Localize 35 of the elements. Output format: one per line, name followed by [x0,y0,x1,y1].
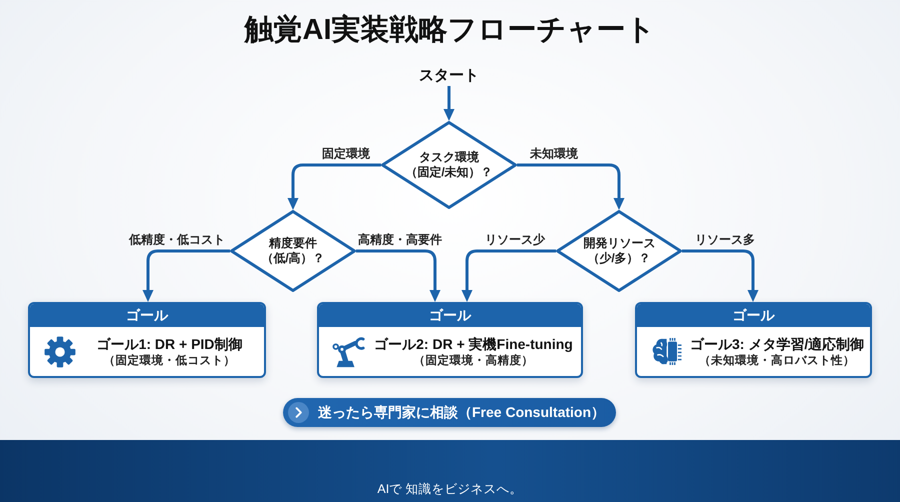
goal-card [635,302,872,378]
arrow [462,250,556,302]
arrow [356,250,440,302]
branch-label: リソース少 [485,232,545,248]
goal-card [28,302,266,378]
branch-label: 固定環境 [322,146,370,162]
goal-title: ゴール3: メタ学習/適応制御 [690,334,864,352]
goal-title: ゴール1: DR + PID制御 [96,334,242,352]
arrow [682,250,758,302]
tagline: AIで 知識をビジネスへ。 [377,481,523,497]
branch-label: リソース多 [695,232,755,248]
goal-subtitle: （未知環境・高ロバスト性） [699,353,856,368]
arrow [288,164,381,210]
goal-header: ゴール [30,304,264,327]
goal-header: ゴール [637,304,870,327]
branch-label: 低精度・低コスト [129,232,225,248]
branch-label: 高精度・高要件 [358,232,442,248]
decision-diamond [556,210,682,292]
decision-diamond [381,121,517,209]
title: 触覚AI実装戦略フローチャート [244,12,656,48]
goal-header: ゴール [319,304,581,327]
branch-label: 未知環境 [530,146,578,162]
goal-title: ゴール2: DR + 実機Fine-tuning [374,334,573,352]
arrow [142,250,230,302]
decision-text: タスク環境（固定/未知）？ [405,150,493,180]
decision-text: 開発リソース（少/多）？ [584,236,654,266]
decision-text: 精度要件（低/高）？ [261,236,325,266]
decision-diamond [230,210,356,292]
start-label: スタート [419,66,479,86]
consultation-button: 迷ったら専門家に相談（Free Consultation） [283,398,616,427]
goal-card [317,302,583,378]
arrow [517,164,624,210]
goal-subtitle: （固定環境・低コスト） [104,353,236,368]
arrow [444,86,454,121]
goal-subtitle: （固定環境・高精度） [414,353,534,368]
